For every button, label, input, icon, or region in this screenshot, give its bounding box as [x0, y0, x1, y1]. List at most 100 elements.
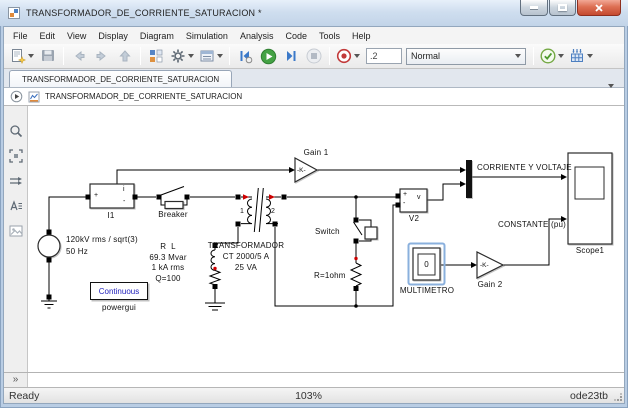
transformer-line3: 25 VA	[208, 262, 284, 273]
breadcrumb-dropdown[interactable]	[606, 88, 618, 106]
menu-display[interactable]: Display	[92, 29, 134, 43]
source-rating-label: 120kV rms / sqrt(3)	[66, 235, 138, 245]
back-arrow-icon	[71, 48, 87, 64]
status-text: Ready	[4, 390, 209, 402]
gain1-value-label: -K-	[297, 166, 306, 176]
titlebar[interactable]: TRANSFORMADOR_DE_CORRIENTE_SATURACION *	[0, 0, 628, 26]
step-forward-icon	[283, 48, 299, 64]
solver-name[interactable]: ode23tb	[408, 390, 624, 402]
horizontal-scroll-area[interactable]	[28, 373, 624, 387]
route-lines-button[interactable]	[7, 172, 25, 190]
model-settings-button[interactable]	[168, 46, 196, 66]
stop-button[interactable]	[303, 46, 325, 66]
validate-button[interactable]	[538, 46, 566, 66]
run-icon	[260, 48, 277, 65]
step-forward-button[interactable]	[280, 46, 302, 66]
mux-block[interactable]	[466, 160, 472, 198]
switch-block[interactable]	[365, 227, 377, 239]
i1-name-label[interactable]: I1	[107, 211, 114, 221]
sim-mode-select[interactable]: Normal	[406, 48, 526, 65]
window-content: File Edit View Display Diagram Simulatio…	[3, 26, 625, 404]
maximize-icon	[558, 4, 567, 11]
new-model-button[interactable]	[8, 46, 36, 66]
menu-tools[interactable]: Tools	[313, 29, 346, 43]
breaker-block[interactable]	[165, 202, 183, 209]
status-bar: Ready 103% ode23tb	[4, 387, 624, 403]
library-browser-icon	[148, 48, 164, 64]
minimize-icon	[530, 6, 538, 9]
run-button[interactable]	[257, 46, 279, 66]
constant-signal-label[interactable]: CONSTANTE (pu)	[498, 220, 566, 230]
model-config-button[interactable]	[197, 46, 225, 66]
stop-icon	[306, 48, 322, 64]
gain1-name-label[interactable]: Gain 1	[304, 148, 329, 158]
powergui-block[interactable]: Continuous	[90, 282, 148, 300]
tab-bar: TRANSFORMADOR_DE_CORRIENTE_SATURACION	[4, 69, 624, 88]
forward-button[interactable]	[91, 46, 113, 66]
v2-name-label[interactable]: V2	[409, 214, 419, 224]
simulink-app-icon	[7, 6, 21, 20]
fit-to-view-button[interactable]	[7, 147, 25, 165]
gain2-name-label[interactable]: Gain 2	[478, 280, 503, 290]
switch-name-label[interactable]: Switch	[315, 227, 340, 237]
caret-down-icon	[608, 84, 614, 105]
close-button[interactable]	[577, 0, 621, 16]
transformer-line2: CT 2000/5 A	[208, 251, 284, 262]
menubar: File Edit View Display Diagram Simulatio…	[4, 27, 624, 44]
menu-help[interactable]: Help	[346, 29, 377, 43]
transformer-line1: TRANSFORMADOR	[208, 240, 284, 251]
scope1-name-label[interactable]: Scope1	[576, 246, 604, 256]
powergui-name-label[interactable]: powergui	[102, 303, 136, 313]
multimeter-value: 0	[418, 254, 435, 275]
transformer-name-label[interactable]: TRANSFORMADORCT 2000/5 A25 VA	[208, 240, 284, 273]
menu-file[interactable]: File	[7, 29, 34, 43]
rl-load-label: R L69.3 Mvar1 kA rmsQ=100	[149, 242, 186, 284]
menu-simulation[interactable]: Simulation	[180, 29, 234, 43]
resize-grip[interactable]	[613, 392, 623, 402]
breaker-name-label[interactable]: Breaker	[158, 210, 187, 220]
zoom-tool-button[interactable]	[7, 122, 25, 140]
menu-analysis[interactable]: Analysis	[234, 29, 280, 43]
annotation-button[interactable]	[7, 197, 25, 215]
v2-out-port-label: v	[417, 193, 421, 203]
sim-stop-time-input[interactable]	[366, 48, 402, 64]
caret-down-icon	[587, 54, 593, 58]
save-icon	[40, 48, 56, 64]
v2-minus-port-label: -	[403, 199, 405, 209]
maximize-button[interactable]	[549, 0, 576, 16]
forward-arrow-icon	[94, 48, 110, 64]
menu-diagram[interactable]: Diagram	[134, 29, 180, 43]
caret-down-icon	[515, 54, 521, 58]
image-button[interactable]	[7, 222, 25, 240]
menu-edit[interactable]: Edit	[34, 29, 62, 43]
i1-out-port-label: i	[123, 185, 125, 195]
minimize-button[interactable]	[520, 0, 548, 16]
zoom-level: 103%	[209, 390, 409, 402]
library-browser-button[interactable]	[145, 46, 167, 66]
back-button[interactable]	[68, 46, 90, 66]
model-canvas[interactable]: 120kV rms / sqrt(3) 50 Hz + i - I1 Break…	[28, 106, 624, 372]
up-to-parent-button[interactable]	[114, 46, 136, 66]
record-button[interactable]	[334, 46, 362, 66]
mux-signal-label[interactable]: CORRIENTE Y VOLTAJE	[477, 163, 572, 173]
gain2-value-label: -K-	[480, 261, 489, 271]
breadcrumb-collapse-button[interactable]	[10, 90, 23, 103]
record-icon	[336, 48, 352, 64]
ac-voltage-source-block[interactable]	[38, 235, 60, 257]
toolbar-separator	[63, 47, 64, 65]
multimeter-name-label[interactable]: MULTIMETRO	[400, 286, 454, 296]
model-tab[interactable]: TRANSFORMADOR_DE_CORRIENTE_SATURACION	[9, 70, 232, 87]
toolbar-separator	[140, 47, 141, 65]
i1-minus-port-label: -	[123, 197, 125, 207]
step-back-button[interactable]	[234, 46, 256, 66]
annotation-icon	[8, 198, 24, 214]
breadcrumb-model-name[interactable]: TRANSFORMADOR_DE_CORRIENTE_SATURACION	[45, 92, 242, 101]
caret-down-icon	[188, 54, 194, 58]
build-button[interactable]	[567, 46, 595, 66]
palette-overflow-button[interactable]: »	[4, 373, 28, 387]
save-button[interactable]	[37, 46, 59, 66]
menu-code[interactable]: Code	[279, 29, 313, 43]
menu-view[interactable]: View	[61, 29, 92, 43]
resistor-name-label[interactable]: R=1ohm	[314, 271, 346, 281]
editor-main: 120kV rms / sqrt(3) 50 Hz + i - I1 Break…	[4, 106, 624, 372]
